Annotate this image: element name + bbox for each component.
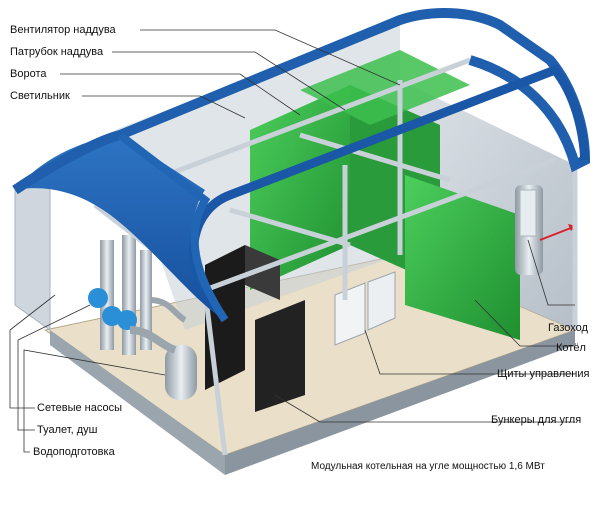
coal-bunker-2 bbox=[255, 300, 305, 412]
label-gate: Ворота bbox=[10, 68, 47, 80]
steel-frame bbox=[93, 57, 578, 456]
pump-2 bbox=[102, 306, 122, 326]
water-tank bbox=[165, 345, 197, 400]
label-inlet: Патрубок наддува bbox=[10, 46, 104, 58]
label-boiler: Котёл bbox=[556, 342, 586, 354]
label-lamp: Светильник bbox=[10, 90, 70, 102]
label-coal-bunkers: Бункеры для угля bbox=[491, 414, 582, 426]
control-panel-2 bbox=[367, 271, 396, 331]
leader-lines bbox=[9, 29, 575, 453]
label-fan: Вентилятор наддува bbox=[10, 24, 116, 36]
roof-edge bbox=[12, 8, 591, 195]
label-network-pumps: Сетевые насосы bbox=[37, 402, 122, 414]
boiler-right bbox=[405, 175, 520, 340]
label-water-treatment: Водоподготовка bbox=[33, 446, 115, 458]
label-control-panels: Щиты управления bbox=[497, 368, 590, 380]
label-toilet-shower: Туалет, душ bbox=[37, 424, 98, 436]
pump-3 bbox=[117, 310, 137, 330]
caption: Модульная котельная на угле мощностью 1,… bbox=[311, 461, 545, 472]
roof-front bbox=[15, 135, 225, 320]
window bbox=[519, 189, 537, 237]
label-gas-outlet: Газоход bbox=[548, 322, 588, 334]
pump-1 bbox=[88, 288, 108, 308]
